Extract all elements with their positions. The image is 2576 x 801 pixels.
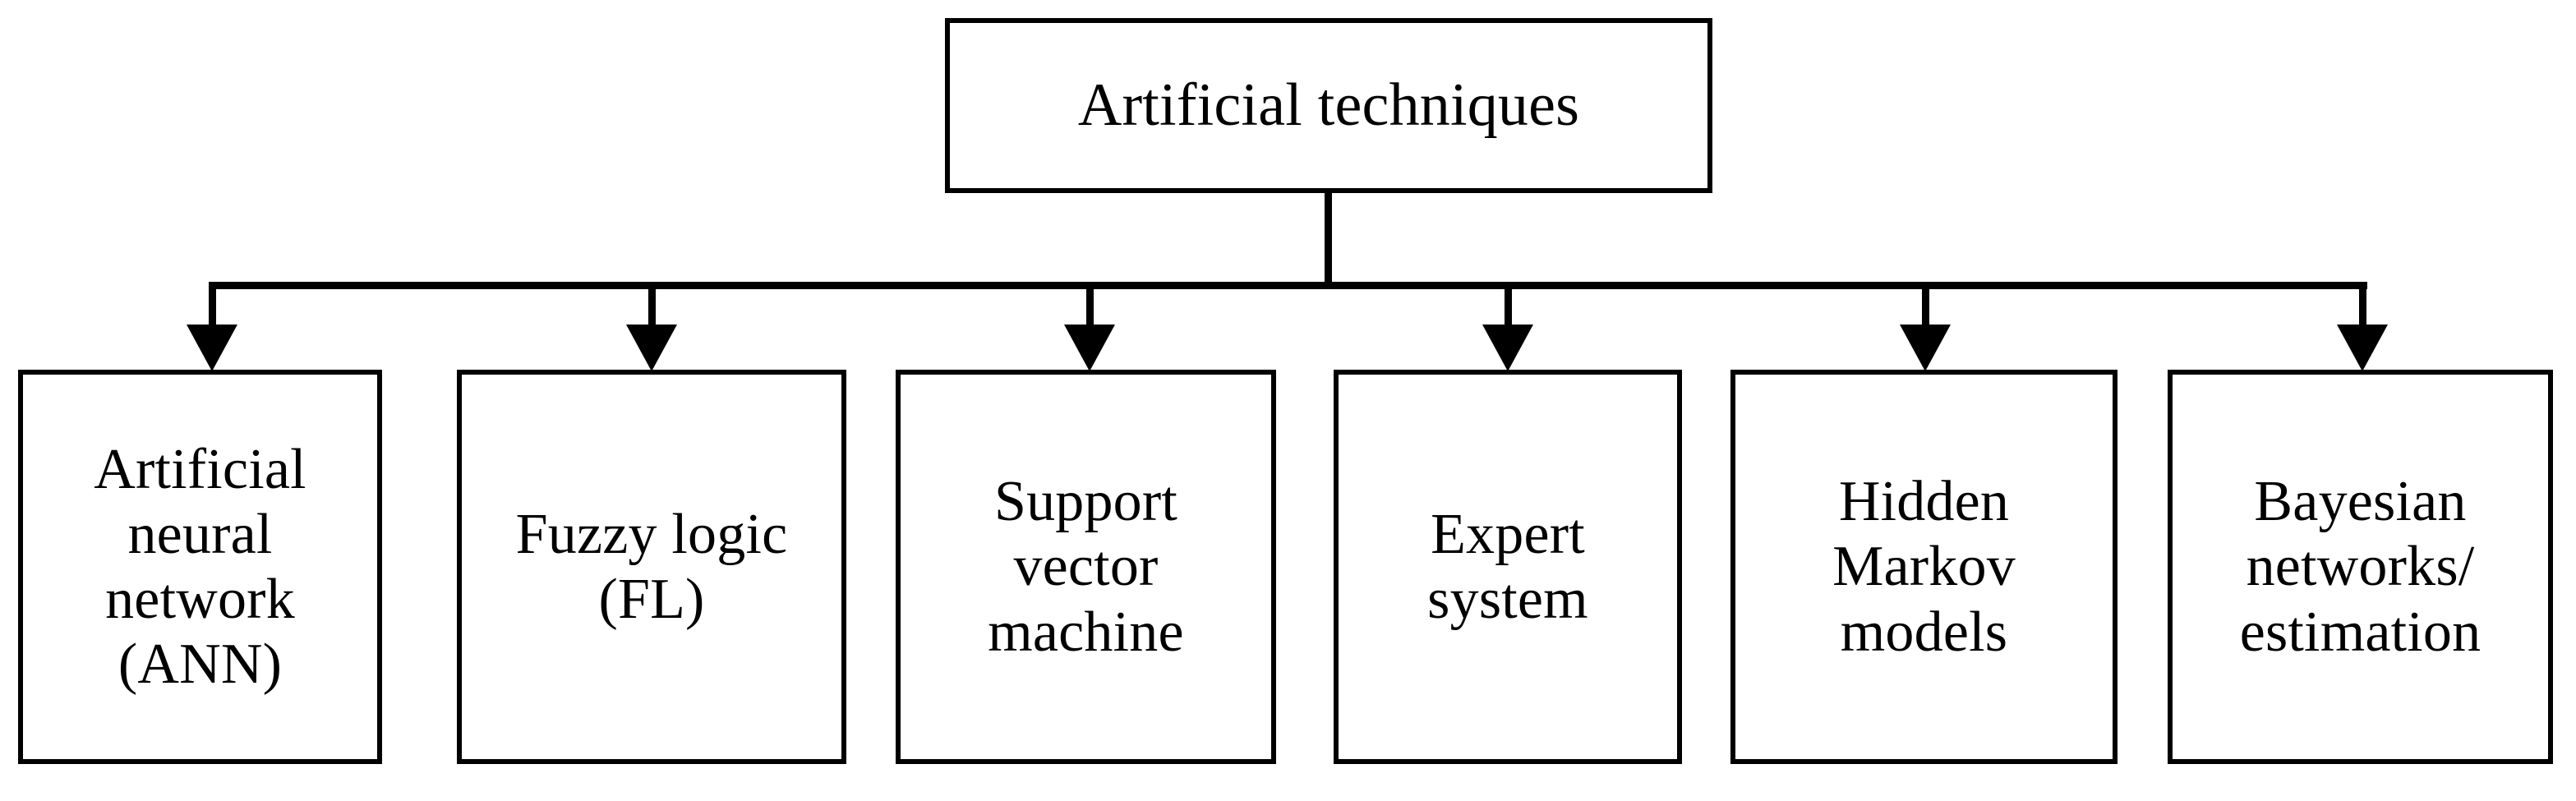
node-artificial-neural-network: Artificial neural network (ANN) — [18, 370, 382, 764]
arrow-to-expert-system — [1482, 288, 1533, 371]
arrow-to-artificial-neural-network — [187, 288, 237, 371]
node-label-hidden-markov-models: Hidden Markov models — [1832, 470, 2016, 664]
node-hidden-markov-models: Hidden Markov models — [1730, 370, 2117, 764]
node-label-fuzzy-logic: Fuzzy logic (FL) — [515, 502, 788, 631]
node-fuzzy-logic: Fuzzy logic (FL) — [457, 370, 846, 764]
node-label-support-vector-machine: Support vector machine — [988, 470, 1184, 664]
node-bayesian-networks-estimation: Bayesian networks/ estimation — [2168, 370, 2553, 764]
root-connector-stem — [1325, 191, 1332, 288]
arrow-head-icon — [187, 325, 237, 371]
node-label-artificial-neural-network: Artificial neural network (ANN) — [94, 437, 306, 697]
node-expert-system: Expert system — [1334, 370, 1682, 764]
arrow-to-fuzzy-logic — [626, 288, 677, 371]
arrow-to-bayesian-networks-estimation — [2337, 288, 2388, 371]
arrow-stem — [1922, 288, 1929, 327]
node-label-bayesian-networks-estimation: Bayesian networks/ estimation — [2239, 470, 2482, 664]
arrow-stem — [1086, 288, 1094, 327]
node-support-vector-machine: Support vector machine — [896, 370, 1276, 764]
arrow-head-icon — [2337, 325, 2388, 371]
arrow-head-icon — [1064, 325, 1115, 371]
root-node-label: Artificial techniques — [1077, 71, 1580, 139]
node-label-expert-system: Expert system — [1427, 502, 1588, 631]
arrow-to-hidden-markov-models — [1900, 288, 1951, 371]
arrow-to-support-vector-machine — [1064, 288, 1115, 371]
arrow-stem — [1505, 288, 1512, 327]
arrow-head-icon — [626, 325, 677, 371]
arrow-stem — [209, 288, 216, 327]
arrow-stem — [648, 288, 656, 327]
horizontal-distribution-bus — [209, 282, 2367, 289]
root-node-artificial-techniques: Artificial techniques — [945, 18, 1712, 193]
arrow-head-icon — [1482, 325, 1533, 371]
arrow-head-icon — [1900, 325, 1951, 371]
arrow-stem — [2359, 288, 2366, 327]
